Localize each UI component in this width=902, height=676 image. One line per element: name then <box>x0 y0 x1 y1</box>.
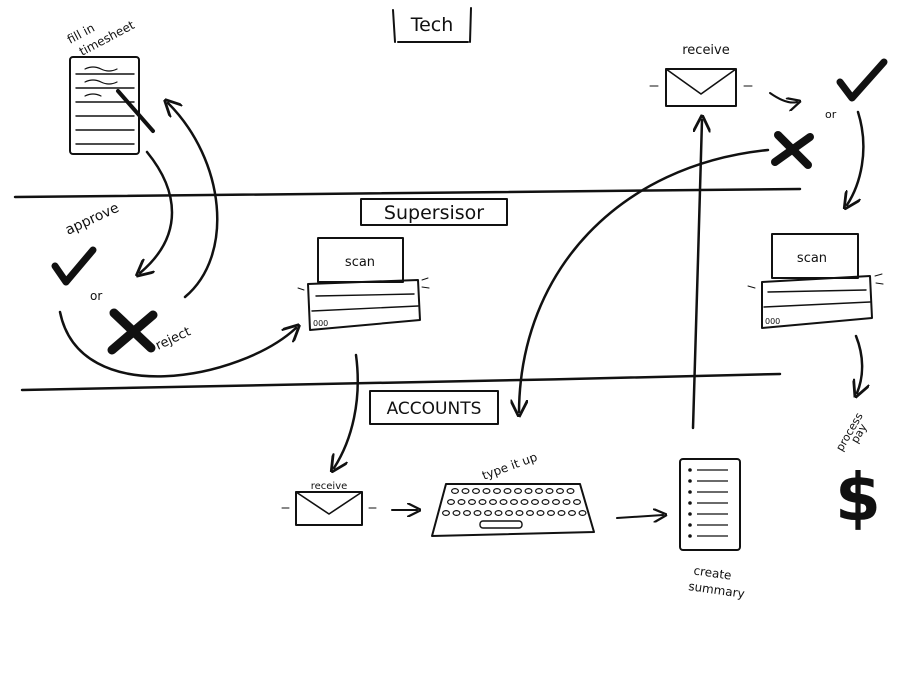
keyboard-key <box>513 488 522 495</box>
summary-bullet <box>688 534 692 538</box>
arrow-reject-to-keyboard <box>519 148 770 412</box>
keyboard-key <box>493 488 502 495</box>
keyboard-key <box>468 499 477 506</box>
lane-divider-top <box>13 187 802 199</box>
keyboard-key <box>562 499 571 506</box>
summary-bullet <box>688 501 692 505</box>
summary-bullet <box>688 512 692 516</box>
arrow-timesheet-to-approve <box>140 150 174 273</box>
keyboard-key <box>503 488 512 495</box>
svg-text:scan: scan <box>345 255 375 270</box>
keyboard-key <box>555 488 564 495</box>
keyboard-key <box>452 510 461 517</box>
keyboard-key <box>505 510 514 517</box>
keyboard-key <box>578 510 587 517</box>
arrow-reject-back-to-timesheet <box>168 103 219 299</box>
svg-text:receive: receive <box>682 43 730 58</box>
keyboard-key <box>534 488 543 495</box>
scanner-right-icon: scan 000 <box>747 233 884 329</box>
summary-bullet <box>688 479 692 483</box>
svg-text:Supersisor: Supersisor <box>384 202 484 224</box>
lane-label-accounts: ACCOUNTS <box>369 390 499 425</box>
keyboard-key <box>510 499 519 506</box>
svg-text:approve: approve <box>63 200 122 239</box>
svg-text:type it up: type it up <box>480 450 539 483</box>
keyboard-key <box>524 488 533 495</box>
keyboard-key <box>478 499 487 506</box>
keyboard-key <box>457 499 466 506</box>
process-pay-dollar-icon: process pay $ <box>833 410 881 536</box>
arrow-scan-right-to-pay <box>856 334 862 393</box>
lane-label-tech: Tech <box>392 7 472 43</box>
summary-list-icon: create summary <box>679 458 746 601</box>
timesheet-icon: fill in timesheet <box>65 18 155 155</box>
lane-label-supervisor: Supersisor <box>360 198 508 226</box>
keyboard-key <box>472 488 481 495</box>
keyboard-key <box>572 499 581 506</box>
keyboard-key <box>541 499 550 506</box>
svg-text:create: create <box>693 563 733 582</box>
arrow-check-to-scan-right <box>847 110 865 205</box>
keyboard-key <box>489 499 498 506</box>
keyboard-key <box>567 510 576 517</box>
arrow-keyboard-to-summary <box>616 515 663 518</box>
keyboard-key <box>461 488 470 495</box>
arrow-summary-to-tech-receive <box>691 120 702 430</box>
keyboard-key <box>520 499 529 506</box>
arrow-scan-to-accounts-receive <box>334 353 359 468</box>
keyboard-key <box>484 510 493 517</box>
svg-text:000: 000 <box>765 317 780 326</box>
arrow-approve-to-scan <box>58 310 296 378</box>
keyboard-key <box>442 510 451 517</box>
or-label: or <box>90 289 102 303</box>
summary-bullet <box>688 523 692 527</box>
keyboard-key <box>515 510 524 517</box>
tech-or-label: or <box>825 108 837 121</box>
summary-bullet <box>688 490 692 494</box>
svg-text:summary: summary <box>688 579 746 601</box>
keyboard-key <box>566 488 575 495</box>
svg-text:000: 000 <box>313 319 328 328</box>
keyboard-key <box>546 510 555 517</box>
svg-text:scan: scan <box>797 251 827 266</box>
tech-reject-x-icon <box>771 131 814 169</box>
keyboard-key <box>473 510 482 517</box>
keyboard-key <box>557 510 566 517</box>
lane-divider-bottom <box>20 372 782 392</box>
tech-approve-checkmark-icon <box>836 58 888 102</box>
keyboard-key <box>447 499 456 506</box>
keyboard-key <box>494 510 503 517</box>
keyboard-key <box>536 510 545 517</box>
scanner-left-icon: scan 000 <box>297 237 430 331</box>
approve-checkmark-icon: approve <box>51 200 122 286</box>
svg-text:reject: reject <box>153 324 193 353</box>
keyboard-key <box>463 510 472 517</box>
svg-text:receive: receive <box>311 481 348 492</box>
summary-bullet <box>688 468 692 472</box>
keyboard-key <box>545 488 554 495</box>
keyboard-key <box>551 499 560 506</box>
reject-x-icon: reject <box>107 308 193 355</box>
keyboard-key <box>482 488 491 495</box>
keyboard-key <box>530 499 539 506</box>
keyboard-key <box>499 499 508 506</box>
keyboard-key <box>525 510 534 517</box>
accounts-receive-envelope-icon: receive <box>281 481 377 526</box>
svg-text:Tech: Tech <box>410 14 454 36</box>
keyboard-key <box>451 488 460 495</box>
arrow-envelope-to-check <box>769 92 797 103</box>
tech-receive-envelope-icon: receive <box>649 43 753 107</box>
svg-text:$: $ <box>835 459 881 536</box>
keyboard-icon: type it up <box>431 450 595 537</box>
svg-text:ACCOUNTS: ACCOUNTS <box>387 399 482 419</box>
